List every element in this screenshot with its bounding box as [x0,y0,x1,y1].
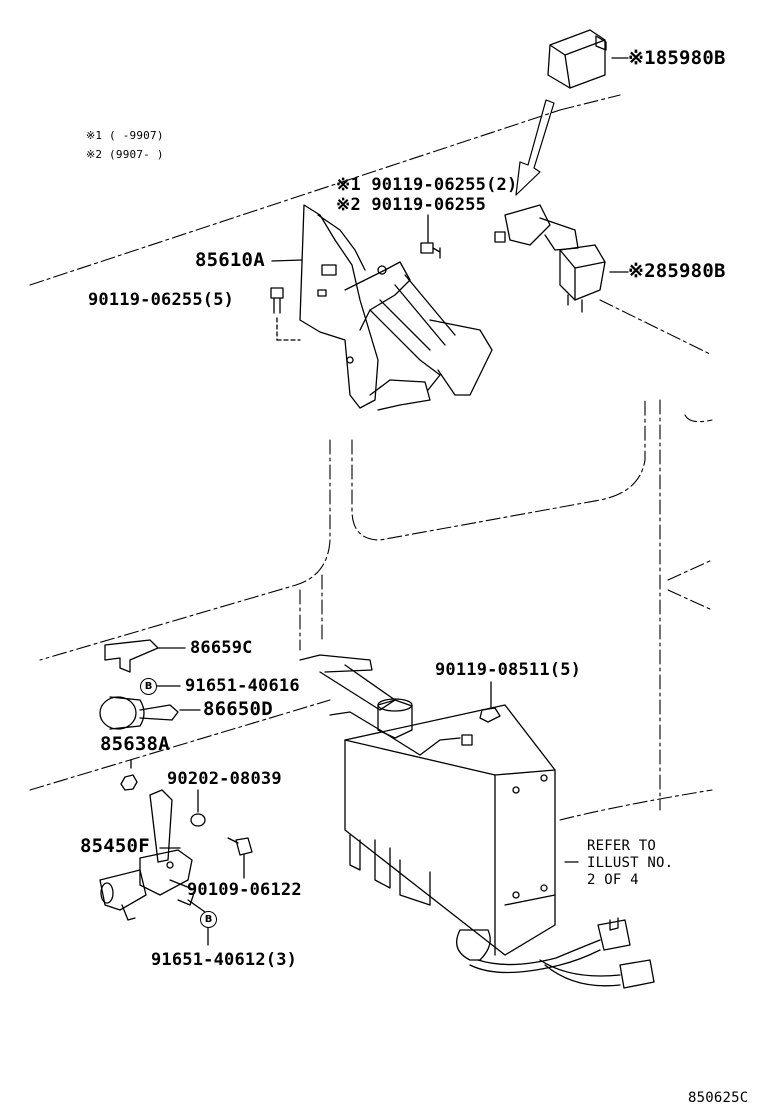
label-90109-06122: 90109-06122 [187,880,302,900]
label-85638a: 85638A [100,733,170,755]
label-90119-06255: ※2 90119-06255 [336,195,487,215]
relay-85980b-1 [547,29,629,89]
nut-90202-08039 [120,759,138,791]
control-unit [299,654,655,989]
refer-note: REFER TO ILLUST NO. 2 OF 4 [587,838,674,888]
bolt-90119-06255 [420,214,441,259]
leader-91651-40612 [187,899,206,913]
label-86659c: 86659C [190,638,253,658]
label-90119-06255-2: ※1 90119-06255(2) [336,175,518,195]
bolt-mark-b-2: B [200,911,217,928]
label-86650d: 86650D [203,698,273,720]
illustration-number: 850625C [688,1090,749,1106]
relay-85980b-2 [494,204,629,313]
note-line-2: ※2 (9907- ) [86,148,164,161]
bolt-90119-06255-5 [270,287,301,341]
label-85980b-2: ※285980B [628,260,726,282]
label-91651-40616: 91651-40616 [185,676,300,696]
flow-arrow [515,99,555,196]
bolt-mark-b-1: B [140,678,157,695]
label-90119-06255-5: 90119-06255(5) [88,290,235,310]
label-90119-08511-5: 90119-08511(5) [435,660,582,680]
label-85610a: 85610A [195,249,265,271]
label-85980b-1: ※185980B [628,47,726,69]
vehicle-body-outline [29,94,713,821]
sensor-86650d [99,696,201,730]
label-91651-40612-3: 91651-40612(3) [151,950,298,970]
label-85450f: 85450F [80,835,150,857]
bolt-90109-06122 [227,837,253,879]
clip-86659c [104,639,186,673]
label-90202-08039: 90202-08039 [167,769,282,789]
actuator-85450f [99,789,196,921]
note-line-1: ※1 ( -9907) [86,129,164,142]
bolt-90119-08511-5 [479,681,501,723]
washer [190,789,206,827]
leader-85610a [271,259,303,262]
bracket-85610a [299,204,493,411]
